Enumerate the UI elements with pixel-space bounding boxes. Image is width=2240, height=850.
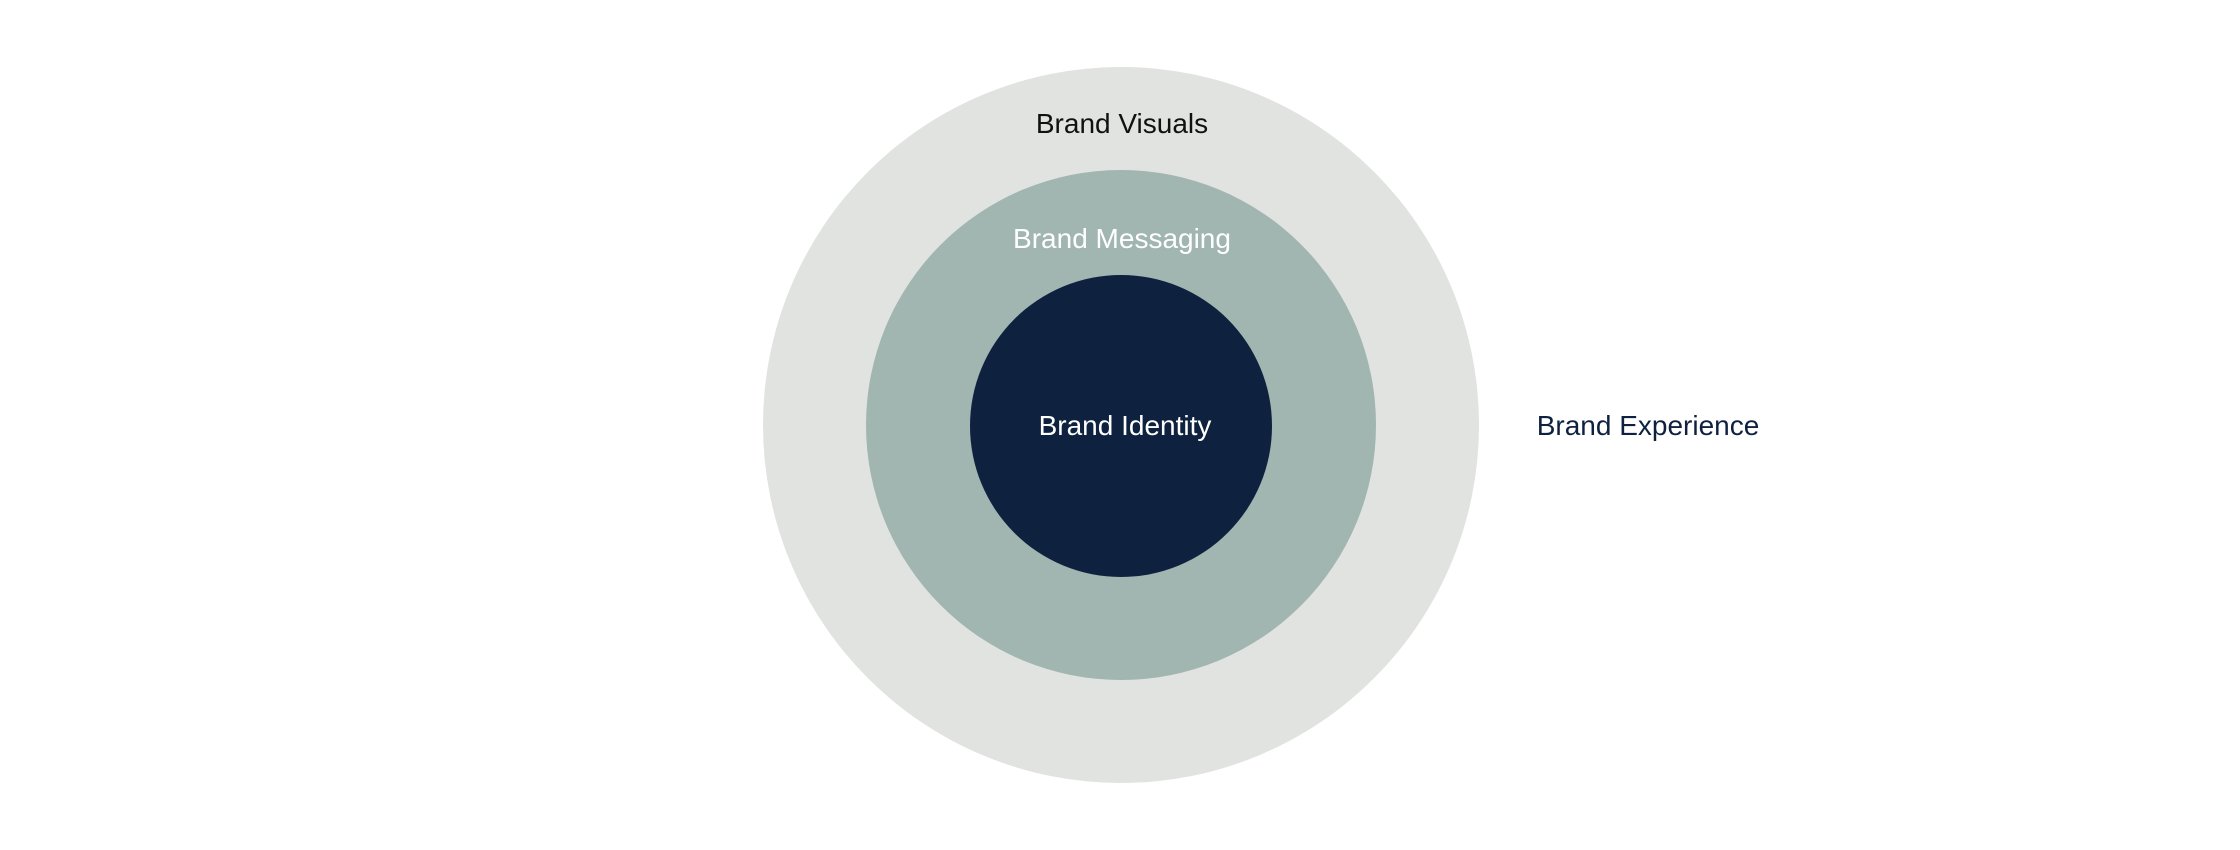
brand-visuals-label: Brand Visuals [1035, 108, 1209, 139]
brand-identity-circle [970, 275, 1272, 577]
brand-identity-label: Brand Identity [1038, 410, 1212, 441]
brand-messaging-label: Brand Messaging [1013, 223, 1231, 254]
brand-experience-label: Brand Experience [1536, 410, 1760, 441]
